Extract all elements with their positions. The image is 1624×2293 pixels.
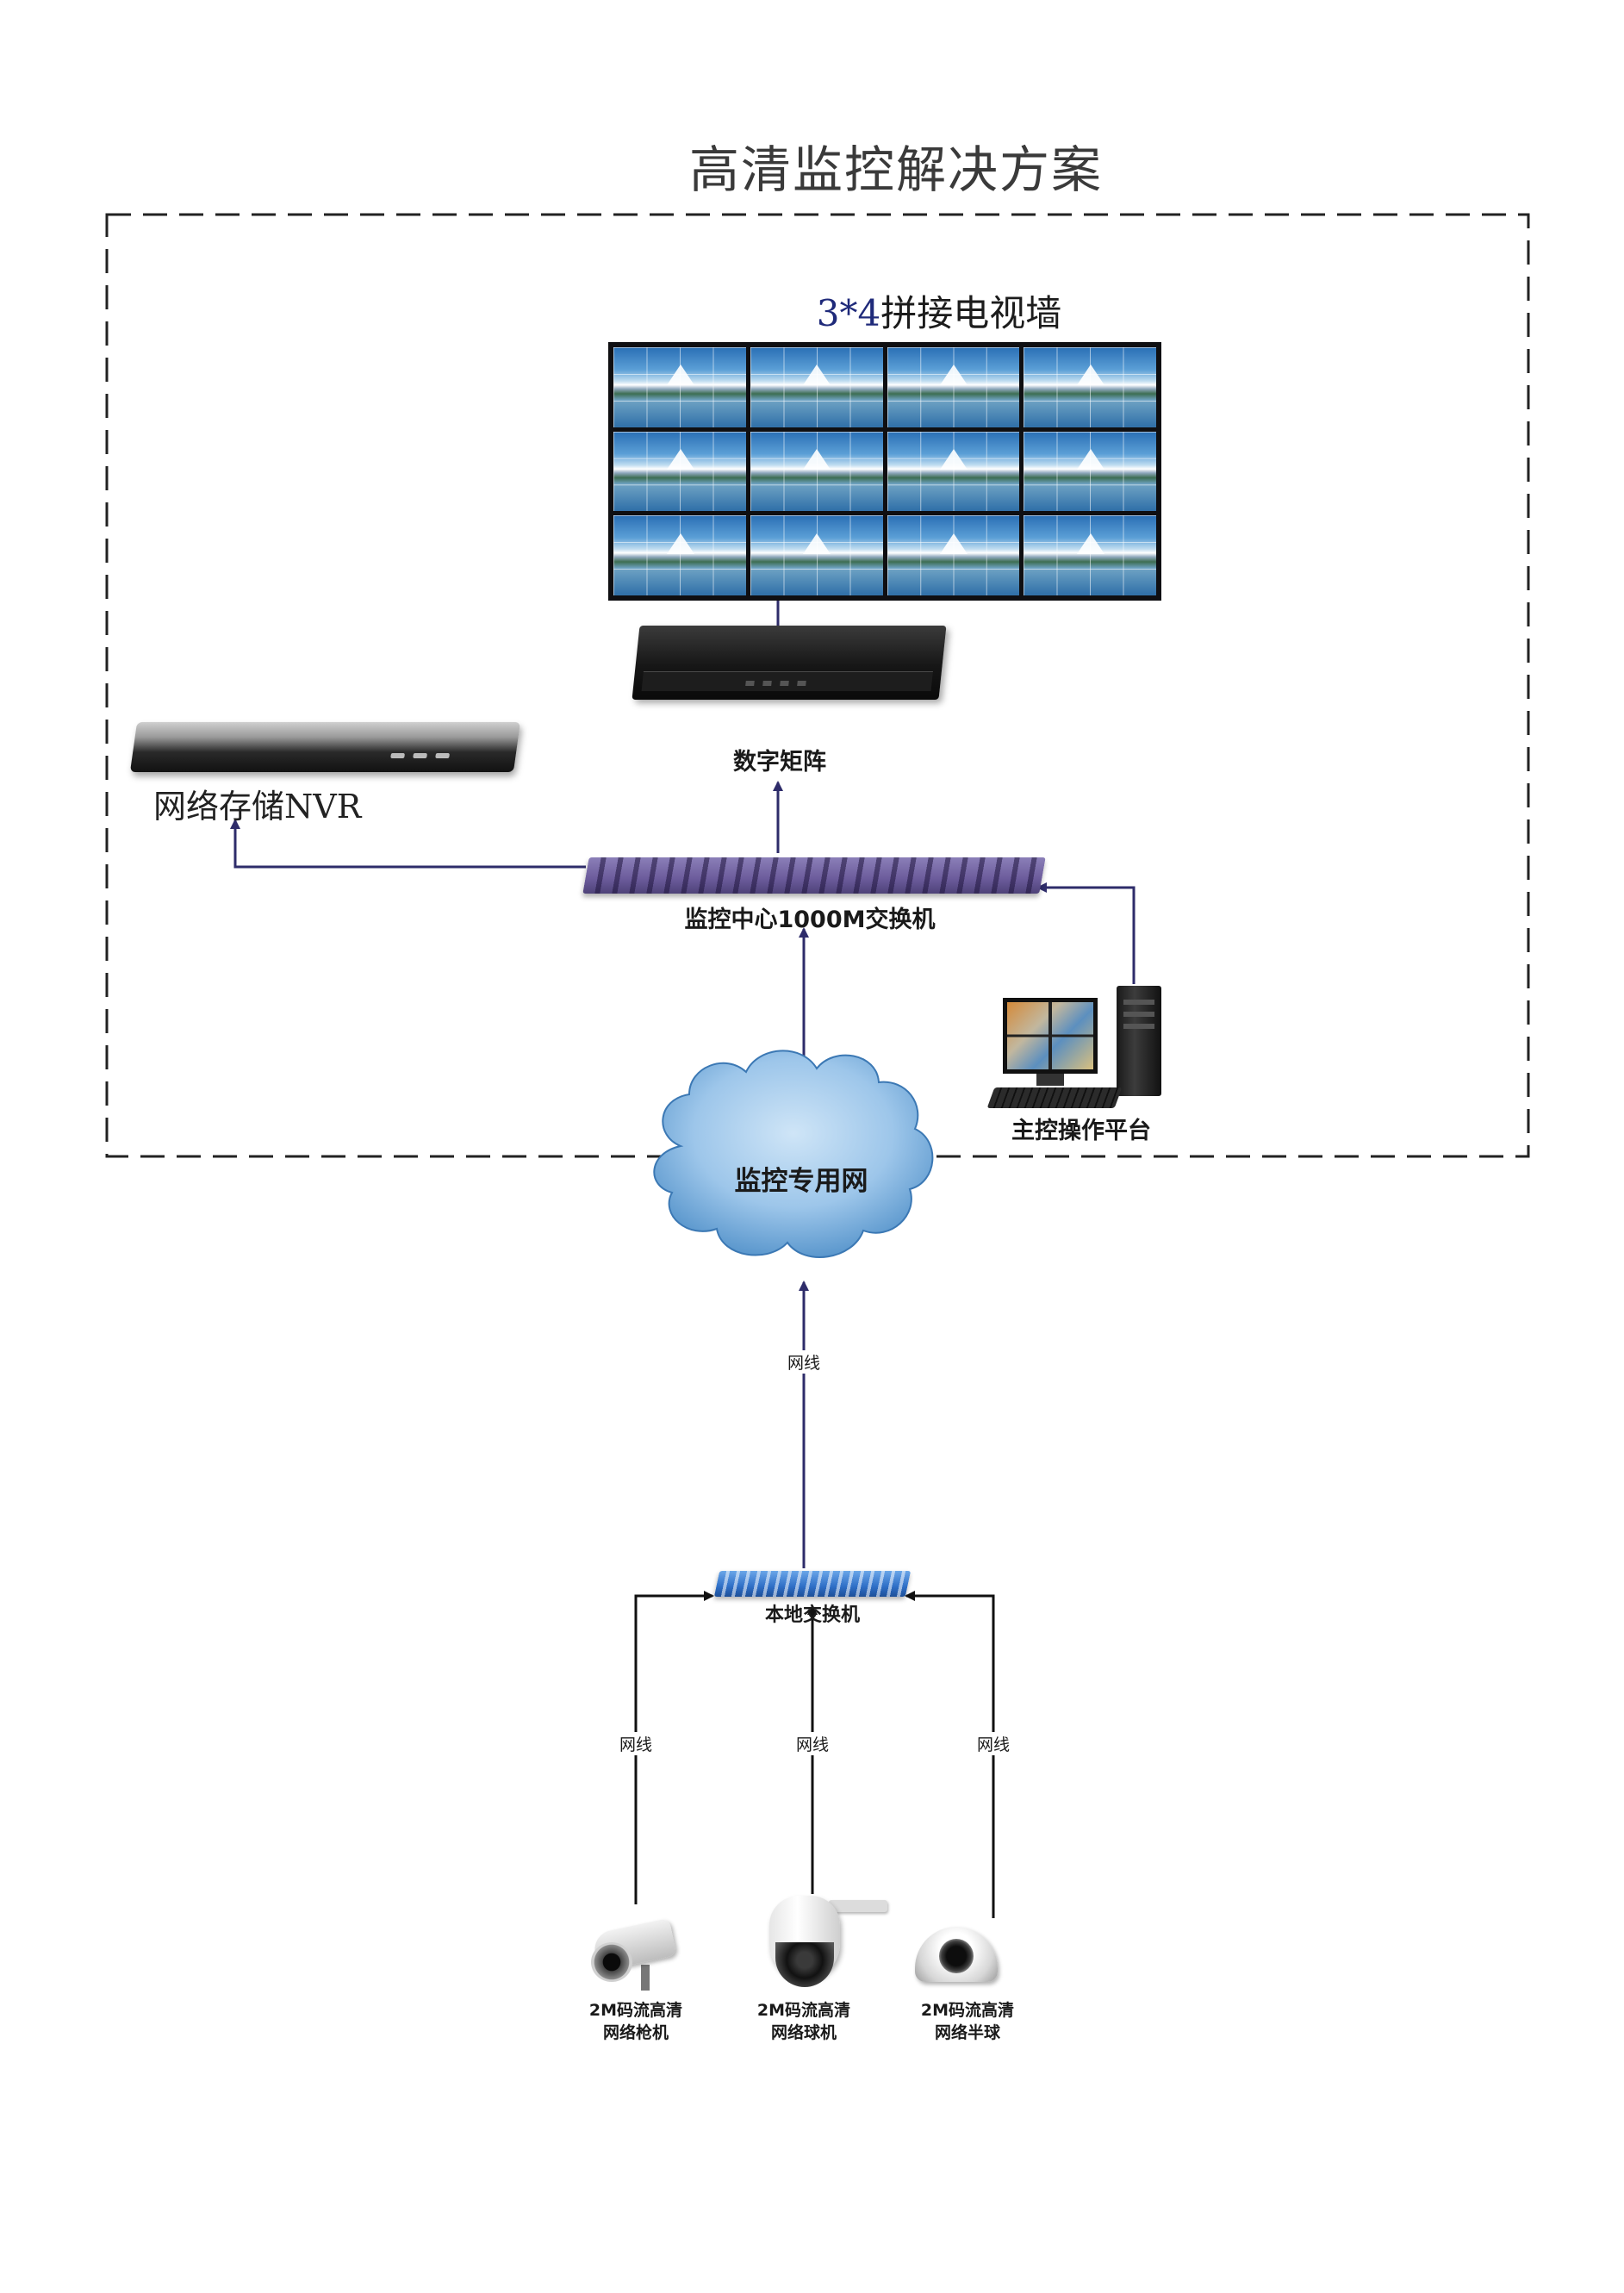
video-wall-panel <box>750 515 883 595</box>
matrix-led <box>780 681 789 686</box>
speed-dome-glass <box>775 1942 834 1987</box>
nvr-icon <box>129 722 521 772</box>
monitoring-center-boundary <box>105 213 1530 1158</box>
camera3-label-line2: 网络半球 <box>934 2023 1000 2042</box>
nvr-button <box>390 753 406 758</box>
monitor-screen <box>1007 1002 1093 1069</box>
camera1-label: 2M码流高清 网络枪机 <box>554 1999 718 2044</box>
camera3-cable-label: 网线 <box>961 1732 1025 1755</box>
video-wall-panel <box>887 515 1020 595</box>
camera1-cable-label: 网线 <box>604 1732 668 1755</box>
video-wall-size: 3*4 <box>816 292 881 334</box>
camera2-label: 2M码流高清 网络球机 <box>722 1999 886 2044</box>
bullet-camera-mount <box>641 1965 650 1991</box>
camera2-label-line1: 2M码流高清 <box>756 2001 851 2020</box>
mini-dome-lens <box>939 1939 974 1973</box>
workstation-label: 主控操作平台 <box>1011 1118 1151 1144</box>
camera1-label-line1: 2M码流高清 <box>588 2001 683 2020</box>
nvr-button <box>413 753 428 758</box>
camera3-label: 2M码流高清 网络半球 <box>886 1999 1049 2044</box>
video-wall-panel <box>613 515 746 595</box>
digital-matrix-icon <box>632 626 947 700</box>
drive-bay <box>1123 1000 1154 1005</box>
video-wall-name: 拼接电视墙 <box>880 292 1062 334</box>
video-wall-panel <box>750 347 883 427</box>
switch-to-nvr-link <box>230 819 586 869</box>
network-cloud-icon <box>653 1050 934 1258</box>
core-switch-icon <box>582 857 1046 894</box>
monitor-icon <box>1003 998 1098 1074</box>
core-switch-label: 监控中心1000M交换机 <box>684 907 936 933</box>
video-wall-title: 3*4拼接电视墙 <box>681 284 1198 337</box>
drive-bay <box>1123 1012 1154 1017</box>
local-switch-icon <box>713 1571 912 1597</box>
camera2-cable-label: 网线 <box>781 1732 844 1755</box>
speed-dome-arm <box>829 1900 887 1912</box>
network-label: 监控专用网 <box>734 1166 868 1197</box>
matrix-label: 数字矩阵 <box>733 749 826 776</box>
matrix-led <box>797 681 806 686</box>
nvr-label: 网络存储NVR <box>153 788 362 826</box>
video-wall-panel <box>750 431 883 512</box>
video-wall-panel <box>613 347 746 427</box>
uplink-cable-label: 网线 <box>769 1350 838 1374</box>
video-wall-panel <box>1024 347 1156 427</box>
monitor-stand <box>1036 1074 1064 1086</box>
matrix-led <box>762 681 772 686</box>
camera3-link <box>905 1591 995 1918</box>
video-wall-panel <box>1024 431 1156 512</box>
video-wall-icon <box>608 342 1161 601</box>
video-wall-panel <box>887 347 1020 427</box>
camera1-link <box>634 1591 714 1904</box>
nvr-button <box>435 753 451 758</box>
local-switch-label: 本地交换机 <box>764 1604 860 1626</box>
camera1-label-line2: 网络枪机 <box>602 2023 669 2042</box>
drive-bay <box>1123 1024 1154 1029</box>
video-wall-panel <box>887 431 1020 512</box>
video-wall-panel <box>1024 515 1156 595</box>
keyboard-icon <box>986 1087 1123 1108</box>
pc-tower-icon <box>1117 986 1161 1096</box>
matrix-led <box>745 681 755 686</box>
camera3-label-line1: 2M码流高清 <box>920 2001 1015 2020</box>
video-wall-panel <box>613 431 746 512</box>
bullet-camera-lens <box>591 1942 632 1982</box>
camera2-label-line2: 网络球机 <box>770 2023 837 2042</box>
diagram-title: 高清监控解决方案 <box>688 140 1103 199</box>
workstation-to-switch-link <box>1036 882 1136 984</box>
